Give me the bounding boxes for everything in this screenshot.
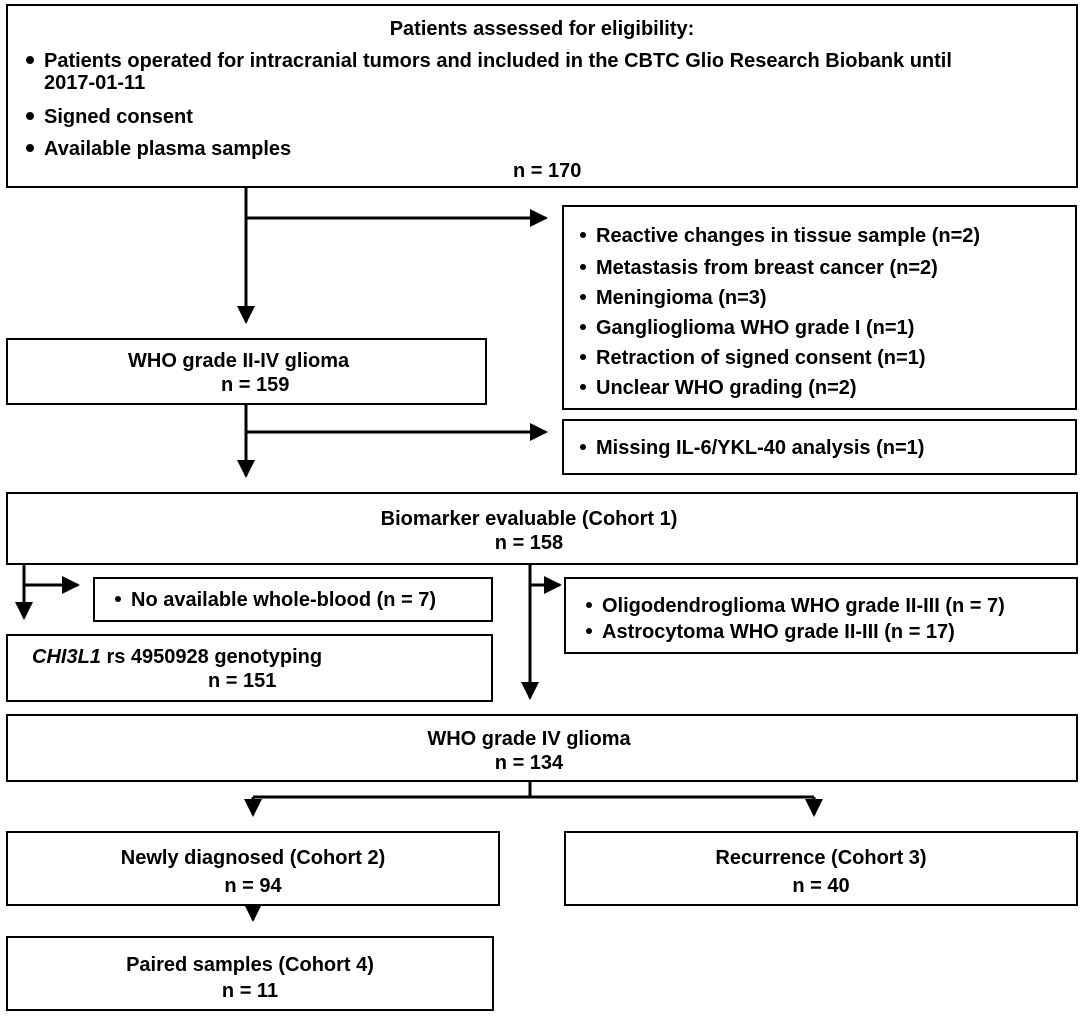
cohort4-title: Paired samples (Cohort 4) (126, 954, 374, 976)
eligibility-bullet-3: Available plasma samples (26, 138, 291, 160)
exclusion2-item: Missing IL-6/YKL-40 analysis (n=1) (580, 437, 924, 459)
grade4-title: WHO grade IV glioma (427, 728, 631, 750)
cohort3-n: n = 40 (792, 875, 850, 897)
bullet-icon (580, 443, 586, 450)
exclusion3-box: No available whole-blood (n = 7) (93, 577, 493, 622)
bullet-icon (586, 627, 592, 634)
eligibility-box: Patients assessed for eligibility: Patie… (6, 4, 1078, 188)
exclusion1-item: Unclear WHO grading (n=2) (580, 377, 857, 399)
eligibility-n: n = 170 (513, 160, 582, 182)
eligibility-bullet-2: Signed consent (26, 106, 193, 128)
exclusion1-item: Ganglioglioma WHO grade I (n=1) (580, 317, 914, 339)
glioma-n: n = 159 (221, 374, 290, 396)
exclusion1-item: Meningioma (n=3) (580, 287, 767, 309)
eligibility-bullet-1-cont: 2017-01-11 (44, 72, 146, 94)
eligibility-bullet-1: Patients operated for intracranial tumor… (26, 50, 952, 72)
bullet-icon (580, 383, 586, 390)
cohort1-title: Biomarker evaluable (Cohort 1) (380, 508, 678, 530)
cohort4-box: Paired samples (Cohort 4) n = 11 (6, 936, 494, 1011)
cohort3-box: Recurrence (Cohort 3) n = 40 (564, 831, 1078, 906)
exclusion4-item: Oligodendroglioma WHO grade II-III (n = … (586, 595, 1005, 617)
grade4-n: n = 134 (494, 752, 564, 774)
exclusion3-item: No available whole-blood (n = 7) (115, 589, 436, 611)
genotyping-n: n = 151 (208, 670, 277, 692)
bullet-icon (580, 353, 586, 360)
grade4-box: WHO grade IV glioma n = 134 (6, 714, 1078, 782)
glioma-box: WHO grade II-IV glioma n = 159 (6, 338, 487, 405)
bullet-icon (580, 323, 586, 330)
cohort1-box: Biomarker evaluable (Cohort 1) n = 158 (6, 492, 1078, 565)
cohort2-box: Newly diagnosed (Cohort 2) n = 94 (6, 831, 500, 906)
genotyping-box: CHI3L1 rs 4950928 genotyping n = 151 (6, 634, 493, 702)
bullet-icon (26, 111, 34, 120)
bullet-icon (115, 595, 121, 602)
gene-name: CHI3L1 (32, 646, 101, 668)
bullet-icon (580, 293, 586, 300)
bullet-icon (580, 231, 586, 238)
cohort4-n: n = 11 (221, 980, 279, 1002)
exclusion1-item: Retraction of signed consent (n=1) (580, 347, 925, 369)
exclusion1-box: Reactive changes in tissue sample (n=2) … (562, 205, 1077, 410)
cohort2-n: n = 94 (224, 875, 282, 897)
exclusion4-box: Oligodendroglioma WHO grade II-III (n = … (564, 577, 1078, 654)
exclusion4-item: Astrocytoma WHO grade II-III (n = 17) (586, 621, 955, 643)
cohort2-title: Newly diagnosed (Cohort 2) (120, 847, 386, 869)
glioma-title: WHO grade II-IV glioma (128, 350, 350, 372)
bullet-icon (26, 143, 34, 152)
bullet-icon (580, 263, 586, 270)
cohort1-n: n = 158 (494, 532, 564, 554)
bullet-icon (26, 55, 34, 64)
exclusion1-item: Reactive changes in tissue sample (n=2) (580, 225, 980, 247)
eligibility-title: Patients assessed for eligibility: (389, 18, 695, 40)
exclusion1-item: Metastasis from breast cancer (n=2) (580, 257, 938, 279)
cohort3-title: Recurrence (Cohort 3) (715, 847, 927, 869)
exclusion2-box: Missing IL-6/YKL-40 analysis (n=1) (562, 419, 1077, 475)
genotyping-title: CHI3L1 rs 4950928 genotyping (32, 646, 323, 668)
bullet-icon (586, 601, 592, 608)
